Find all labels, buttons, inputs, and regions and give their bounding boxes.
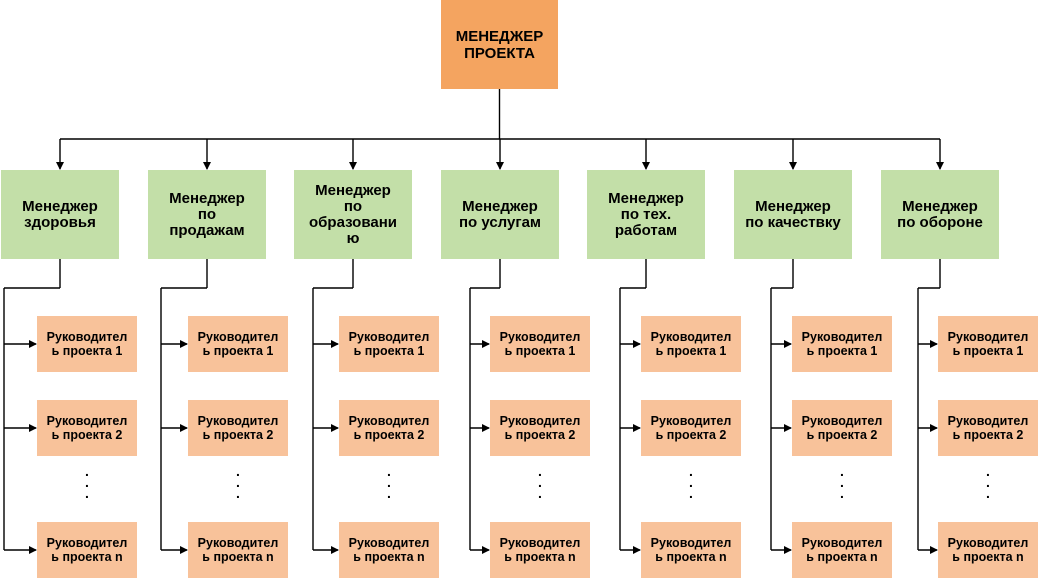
ellipsis-dots: . . .	[986, 463, 990, 501]
project-lead-box: Руководител ь проекта 2	[37, 400, 137, 456]
project-lead-box: Руководител ь проекта n	[188, 522, 288, 578]
project-lead-box: Руководител ь проекта 1	[188, 316, 288, 372]
project-lead-box: Руководител ь проекта n	[490, 522, 590, 578]
ellipsis-dots: . . .	[689, 463, 693, 501]
project-lead-box: Руководител ь проекта 2	[792, 400, 892, 456]
project-lead-box: Руководител ь проекта 1	[938, 316, 1038, 372]
project-lead-box: Руководител ь проекта n	[938, 522, 1038, 578]
project-lead-box: Руководител ь проекта n	[339, 522, 439, 578]
manager-box-3: Менеджер по образовани ю	[294, 170, 412, 259]
project-lead-box: Руководител ь проекта 1	[339, 316, 439, 372]
manager-box-4: Менеджер по услугам	[441, 170, 559, 259]
manager-box-7: Менеджер по обороне	[881, 170, 999, 259]
manager-box-2: Менеджер по продажам	[148, 170, 266, 259]
ellipsis-dots: . . .	[538, 463, 542, 501]
project-lead-box: Руководител ь проекта 1	[641, 316, 741, 372]
project-lead-box: Руководител ь проекта 2	[938, 400, 1038, 456]
project-lead-box: Руководител ь проекта 2	[188, 400, 288, 456]
project-lead-box: Руководител ь проекта 2	[641, 400, 741, 456]
project-lead-box: Руководител ь проекта 2	[339, 400, 439, 456]
ellipsis-dots: . . .	[387, 463, 391, 501]
project-lead-box: Руководител ь проекта 1	[490, 316, 590, 372]
project-lead-box: Руководител ь проекта n	[641, 522, 741, 578]
project-lead-box: Руководител ь проекта n	[792, 522, 892, 578]
project-lead-box: Руководител ь проекта 2	[490, 400, 590, 456]
project-lead-box: Руководител ь проекта 1	[37, 316, 137, 372]
manager-box-1: Менеджер здоровья	[1, 170, 119, 259]
project-lead-box: Руководител ь проекта n	[37, 522, 137, 578]
project-manager-box: МЕНЕДЖЕР ПРОЕКТА	[441, 0, 558, 89]
ellipsis-dots: . . .	[236, 463, 240, 501]
ellipsis-dots: . . .	[85, 463, 89, 501]
ellipsis-dots: . . .	[840, 463, 844, 501]
manager-box-6: Менеджер по качествку	[734, 170, 852, 259]
manager-box-5: Менеджер по тех. работам	[587, 170, 705, 259]
project-lead-box: Руководител ь проекта 1	[792, 316, 892, 372]
